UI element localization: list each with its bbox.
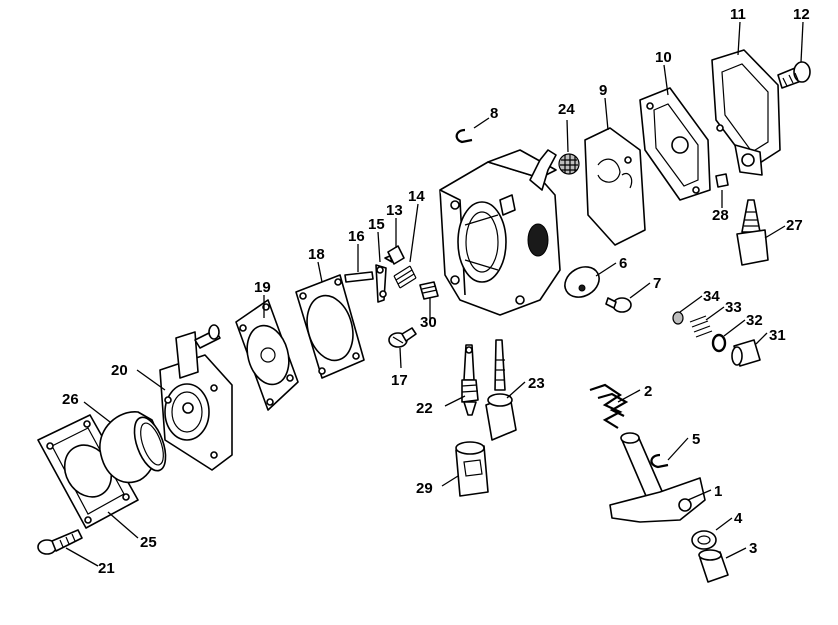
callout-34: 34 — [703, 288, 720, 305]
part-16-pin — [344, 271, 374, 283]
callout-10: 10 — [655, 49, 672, 66]
callout-2: 2 — [644, 383, 652, 400]
callout-4: 4 — [734, 510, 743, 527]
part-33-spring — [689, 315, 713, 338]
part-1-lever-shaft — [609, 432, 706, 523]
carburetor-body — [439, 149, 561, 316]
part-27-needle-valve — [736, 199, 769, 266]
callout-33: 33 — [725, 299, 742, 316]
leader-lines — [65, 21, 804, 567]
part-10-gasket — [639, 87, 711, 201]
callout-32: 32 — [746, 312, 763, 329]
callout-13: 13 — [386, 202, 403, 219]
part-2-spring — [589, 383, 629, 429]
callout-9: 9 — [599, 82, 607, 99]
callout-30: 30 — [420, 314, 437, 331]
callout-26: 26 — [62, 391, 79, 408]
callout-23: 23 — [528, 375, 545, 392]
part-3-plug — [698, 549, 729, 583]
callout-29: 29 — [416, 480, 433, 497]
part-18-gasket — [295, 274, 365, 379]
part-12-screw — [777, 61, 811, 89]
callout-17: 17 — [391, 372, 408, 389]
part-6-disc — [564, 266, 600, 298]
callout-8: 8 — [490, 105, 498, 122]
callout-18: 18 — [308, 246, 325, 263]
callout-16: 16 — [348, 228, 365, 245]
part-32-oring — [711, 333, 727, 353]
part-7-screw — [605, 297, 632, 313]
callout-31: 31 — [769, 327, 786, 344]
callout-27: 27 — [786, 217, 803, 234]
part-21-screw — [37, 529, 83, 555]
part-30-plug — [419, 281, 439, 300]
callout-labels: 1 2 3 4 5 6 7 8 9 10 11 12 13 14 15 16 1… — [62, 6, 810, 577]
part-23-adjusting-screw — [485, 339, 517, 441]
callout-5: 5 — [692, 431, 700, 448]
part-20-pump-housing — [159, 324, 233, 471]
part-13-needle — [384, 245, 405, 265]
callout-6: 6 — [619, 255, 627, 272]
part-14-spring — [393, 265, 417, 289]
part-9-diaphragm — [584, 127, 646, 246]
callout-24: 24 — [558, 101, 575, 118]
part-5-clip — [650, 453, 669, 469]
part-34-washer — [672, 311, 684, 325]
part-22-adjusting-screw — [461, 344, 479, 416]
part-17-screw — [388, 327, 417, 348]
callout-22: 22 — [416, 400, 433, 417]
part-31-cap — [731, 339, 761, 367]
part-28-plug — [715, 173, 729, 188]
callout-1: 1 — [714, 483, 722, 500]
callout-7: 7 — [653, 275, 661, 292]
callout-11: 11 — [730, 6, 746, 23]
part-11-cover — [711, 49, 781, 176]
part-24-screen — [558, 153, 580, 175]
callout-15: 15 — [368, 216, 385, 233]
callout-28: 28 — [712, 207, 729, 224]
callout-20: 20 — [111, 362, 128, 379]
callout-19: 19 — [254, 279, 271, 296]
callout-12: 12 — [793, 6, 810, 23]
part-26-cap — [99, 411, 167, 484]
callout-3: 3 — [749, 540, 757, 557]
part-29-sleeve — [455, 441, 489, 497]
callout-21: 21 — [98, 560, 115, 577]
part-19-diaphragm — [235, 299, 299, 411]
part-4-washer — [691, 530, 717, 550]
callout-14: 14 — [408, 188, 425, 205]
part-15-lever — [375, 264, 387, 303]
part-8-clip — [455, 128, 473, 144]
callout-25: 25 — [140, 534, 157, 551]
